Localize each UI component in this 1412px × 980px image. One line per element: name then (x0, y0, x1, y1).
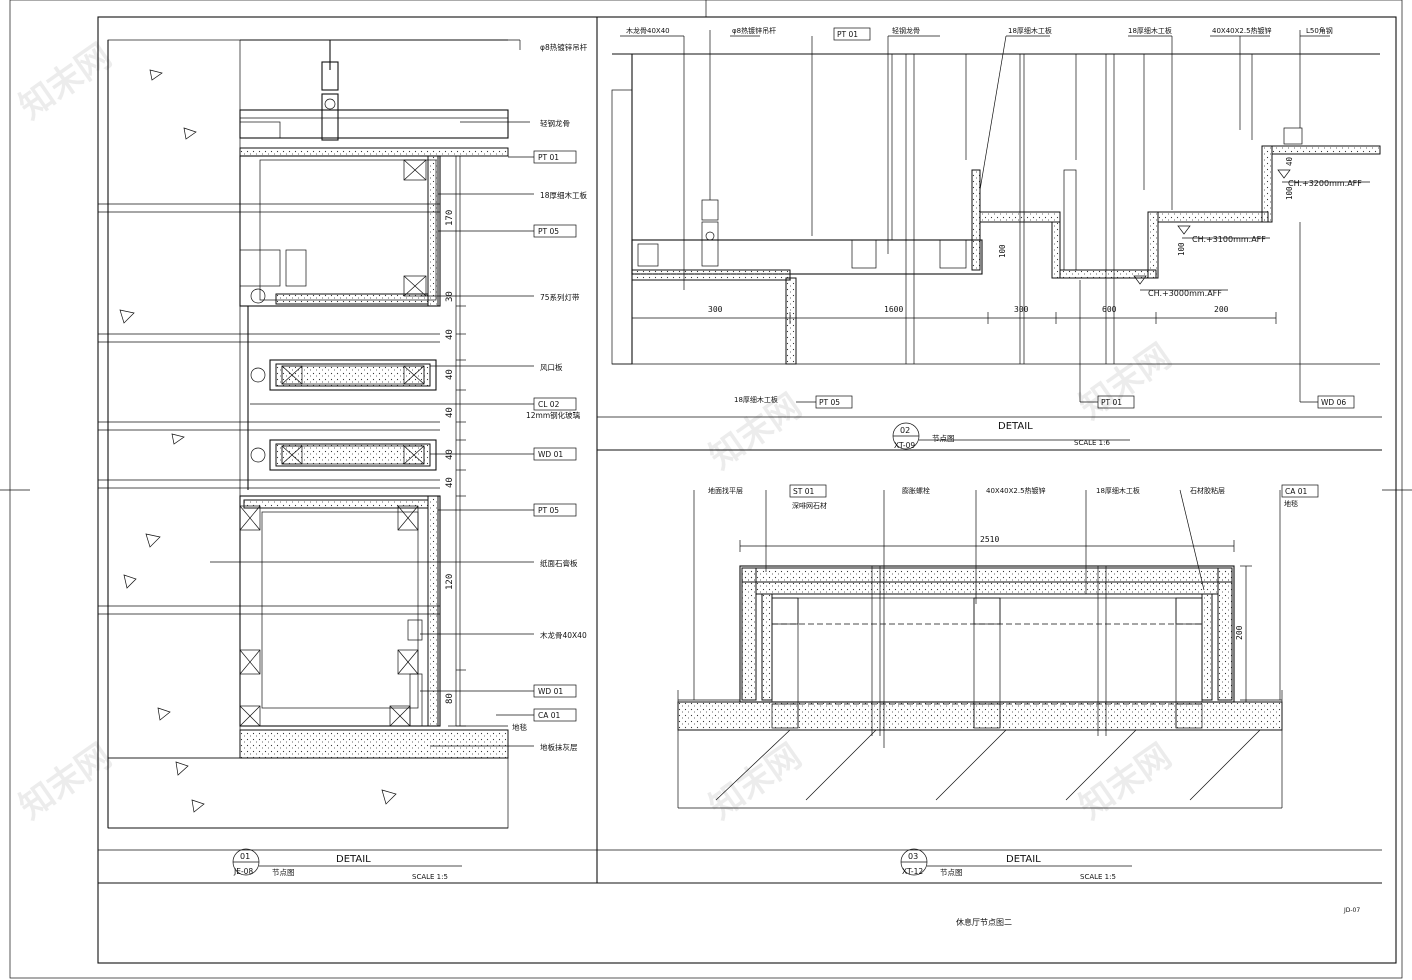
material-tag: PT 01 (837, 30, 858, 39)
dim-text: 100 (998, 244, 1007, 258)
callout-label: 石材胶粘层 (1190, 486, 1225, 495)
watermark: 知末网 (12, 36, 118, 127)
level-text: CH.+3200mm.AFF (1288, 179, 1362, 188)
material-tag: WD 01 (538, 687, 563, 696)
material-tag: CA 01 (538, 711, 561, 720)
callout-label: 40X40X2.5热镀锌 (1212, 26, 1272, 35)
callout-label: 18厚细木工板 (540, 190, 588, 200)
dim-text: 40 (445, 449, 455, 460)
detail-01: 170 30 40 40 40 40 40 120 80 (98, 39, 588, 881)
detail-subtitle: 节点图 (272, 868, 295, 877)
detail-heading: DETAIL (1006, 854, 1041, 865)
callout-label: 40X40X2.5热镀锌 (986, 486, 1046, 495)
detail-subtitle: 节点图 (940, 868, 963, 877)
material-tag: PT 01 (1101, 398, 1122, 407)
sheet-title: 休息厅节点图二 (956, 917, 1012, 927)
detail-03: 2510 200 地面找平层 深啡网石材 膨胀螺栓 40X40X2.5热镀锌 1… (677, 484, 1319, 881)
callout-label: 地面找平层 (708, 486, 743, 495)
watermark: 知末网 (1072, 736, 1178, 827)
material-tag: WD 06 (1321, 398, 1346, 407)
watermark: 知末网 (1072, 336, 1178, 427)
callout-label: 18厚细木工板 (734, 395, 778, 404)
level-text: CH.+3000mm.AFF (1148, 289, 1222, 298)
material-tag: WD 01 (538, 450, 563, 459)
material-tag: CL 02 (538, 400, 560, 409)
dim-text: 170 (445, 210, 455, 226)
detail-02: CH.+3200mm.AFF CH.+3100mm.AFF CH.+3000mm… (611, 26, 1381, 450)
callout-label: 轻钢龙骨 (892, 26, 920, 35)
dim-text: 80 (445, 693, 455, 704)
callout-label: 膨胀螺栓 (902, 486, 930, 495)
dim-text: 40 (445, 329, 455, 340)
detail-ref: XT-09 (894, 441, 915, 450)
watermark: 知末网 (12, 736, 118, 827)
material-tag: CA 01 (1285, 487, 1308, 496)
dim-text: 300 (708, 305, 723, 314)
callout-label: 12mm钢化玻璃 (526, 410, 581, 420)
material-tag: PT 01 (538, 153, 559, 162)
callout-label: 18厚细木工板 (1096, 486, 1140, 495)
detail-scale: SCALE 1:5 (412, 873, 448, 881)
detail-number: 02 (900, 426, 910, 435)
detail-scale: SCALE 1:5 (1080, 873, 1116, 881)
callout-label: 18厚细木工板 (1128, 26, 1172, 35)
material-tag: PT 05 (538, 227, 559, 236)
dim-text: 30 (445, 291, 455, 302)
detail-heading: DETAIL (998, 421, 1033, 432)
callout-label: 深啡网石材 (792, 501, 827, 510)
dim-text: 200 (1214, 305, 1229, 314)
detail-heading: DETAIL (336, 854, 371, 865)
dim-text: 40 (445, 407, 455, 418)
dim-text: 1600 (884, 305, 903, 314)
dim-text: 100 (1285, 186, 1294, 200)
dim-text: 300 (1014, 305, 1029, 314)
callout-label: 纸面石膏板 (540, 558, 578, 568)
callout-label: 18厚细木工板 (1008, 26, 1052, 35)
detail-number: 01 (240, 852, 250, 861)
level-text: CH.+3100mm.AFF (1192, 235, 1266, 244)
dim-text: 120 (445, 574, 455, 590)
callout-label: 地毯 (512, 722, 527, 732)
dim-text: 2510 (980, 535, 999, 544)
detail-scale: SCALE 1:6 (1074, 439, 1110, 447)
detail-ref: JE-08 (233, 867, 253, 876)
material-tag: PT 05 (819, 398, 840, 407)
dim-text: 40 (1285, 156, 1294, 166)
sheet-number: JD-07 (1343, 907, 1360, 914)
detail-subtitle: 节点图 (932, 434, 955, 443)
callout-label: 木龙骨40X40 (540, 630, 587, 640)
callout-label: L50角钢 (1306, 26, 1333, 35)
callout-label: 风口板 (540, 362, 563, 372)
callout-label: 75系列灯带 (540, 292, 580, 302)
callout-label: 木龙骨40X40 (626, 26, 670, 35)
dim-text: 100 (1177, 242, 1186, 256)
detail-ref: XT-12 (902, 867, 923, 876)
callout-label: 地板抹灰层 (540, 742, 578, 752)
callout-label: 地毯 (1284, 499, 1298, 508)
material-tag: PT 05 (538, 506, 559, 515)
detail-number: 03 (908, 852, 918, 861)
dim-text: 200 (1235, 625, 1244, 640)
dim-text: 40 (445, 369, 455, 380)
dim-text: 600 (1102, 305, 1117, 314)
callout-label: 轻钢龙骨 (540, 118, 570, 128)
callout-label: φ8热镀锌吊杆 (732, 26, 776, 35)
watermark: 知末网 (702, 736, 808, 827)
material-tag: ST 01 (793, 487, 814, 496)
dim-text: 40 (445, 477, 455, 488)
callout-label: φ8热镀锌吊杆 (540, 42, 588, 52)
